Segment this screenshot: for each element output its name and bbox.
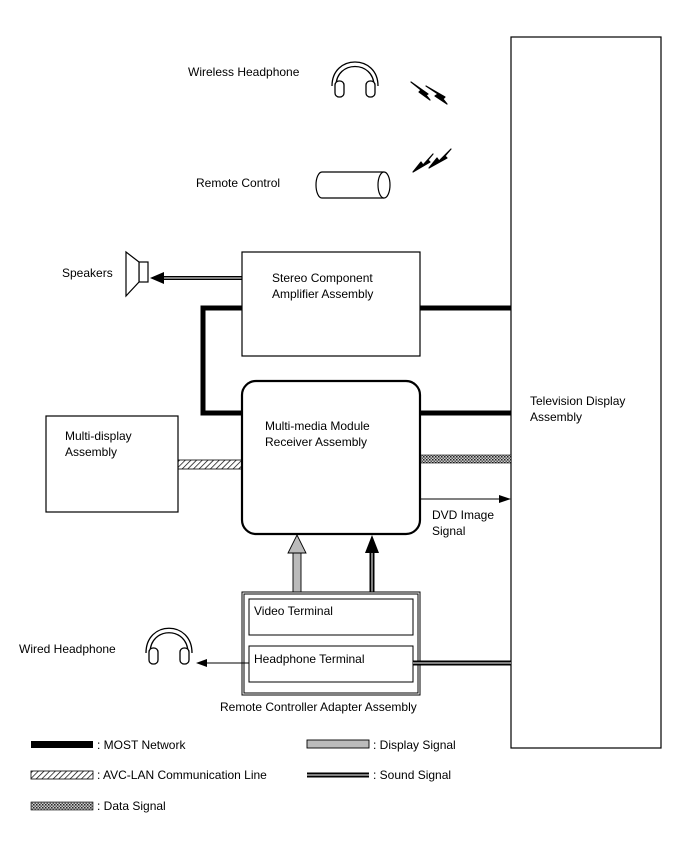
legend-most-label: : MOST Network [97, 738, 186, 752]
multi-display-assembly: Multi-display Assembly [45, 415, 179, 513]
remote-control-icon [315, 171, 391, 199]
legend-data: : Data Signal [30, 799, 166, 813]
speakers-label: Speakers [62, 266, 113, 280]
wired-headphone: Wired Headphone [19, 627, 249, 667]
receiver-assembly: Multi-media Module Receiver Assembly [240, 379, 422, 536]
wired-headphone-label: Wired Headphone [19, 642, 116, 656]
wireless-signal-icon [410, 81, 452, 173]
sound-signal-arrow [365, 535, 379, 599]
amplifier-label-line2: Amplifier Assembly [272, 287, 373, 301]
wireless-headphone: Wireless Headphone [188, 61, 379, 98]
data-signal-line [419, 454, 512, 464]
dvd-image-label-line1: DVD Image [432, 508, 494, 522]
television-label-line2: Assembly [530, 410, 582, 424]
multi-display-label-line2: Assembly [65, 445, 117, 459]
video-terminal-label: Video Terminal [254, 604, 333, 618]
legend-display: : Display Signal [306, 738, 456, 752]
television-label-line1: Television Display [530, 394, 625, 408]
legend-display-label: : Display Signal [373, 738, 456, 752]
receiver-label-line1: Multi-media Module [265, 419, 370, 433]
legend-avc-lan: : AVC-LAN Communication Line [30, 768, 267, 782]
legend-sound-label: : Sound Signal [373, 768, 451, 782]
multi-display-label-line1: Multi-display [65, 429, 132, 443]
legend-sound: : Sound Signal [307, 768, 451, 782]
dvd-image-label-line2: Signal [432, 524, 465, 538]
speaker-icon [125, 250, 149, 298]
legend-most: : MOST Network [31, 738, 186, 752]
avc-lan-line [177, 459, 243, 470]
remote-adapter-label: Remote Controller Adapter Assembly [220, 700, 417, 714]
headphone-icon [331, 61, 379, 98]
remote-controller-adapter-assembly: Video Terminal Headphone Terminal Remote… [220, 591, 421, 714]
speaker-sound-arrow [150, 272, 242, 284]
legend: : MOST Network : Display Signal : AVC-LA… [30, 738, 456, 813]
amplifier-assembly: Stereo Component Amplifier Assembly [241, 251, 421, 357]
remote-control: Remote Control [196, 171, 391, 199]
television-display-assembly: Television Display Assembly [510, 36, 662, 749]
speakers: Speakers [62, 250, 149, 298]
dvd-image-signal: DVD Image Signal [420, 495, 511, 538]
display-signal-arrow [287, 533, 307, 600]
most-network-lines [200, 305, 511, 416]
legend-avc-lan-label: : AVC-LAN Communication Line [97, 768, 267, 782]
remote-control-label: Remote Control [196, 176, 280, 190]
headphone-icon [145, 627, 193, 665]
legend-data-label: : Data Signal [97, 799, 166, 813]
receiver-label-line2: Receiver Assembly [265, 435, 367, 449]
amplifier-label-line1: Stereo Component [272, 271, 373, 285]
wireless-headphone-label: Wireless Headphone [188, 65, 300, 79]
headphone-terminal-label: Headphone Terminal [254, 652, 365, 666]
